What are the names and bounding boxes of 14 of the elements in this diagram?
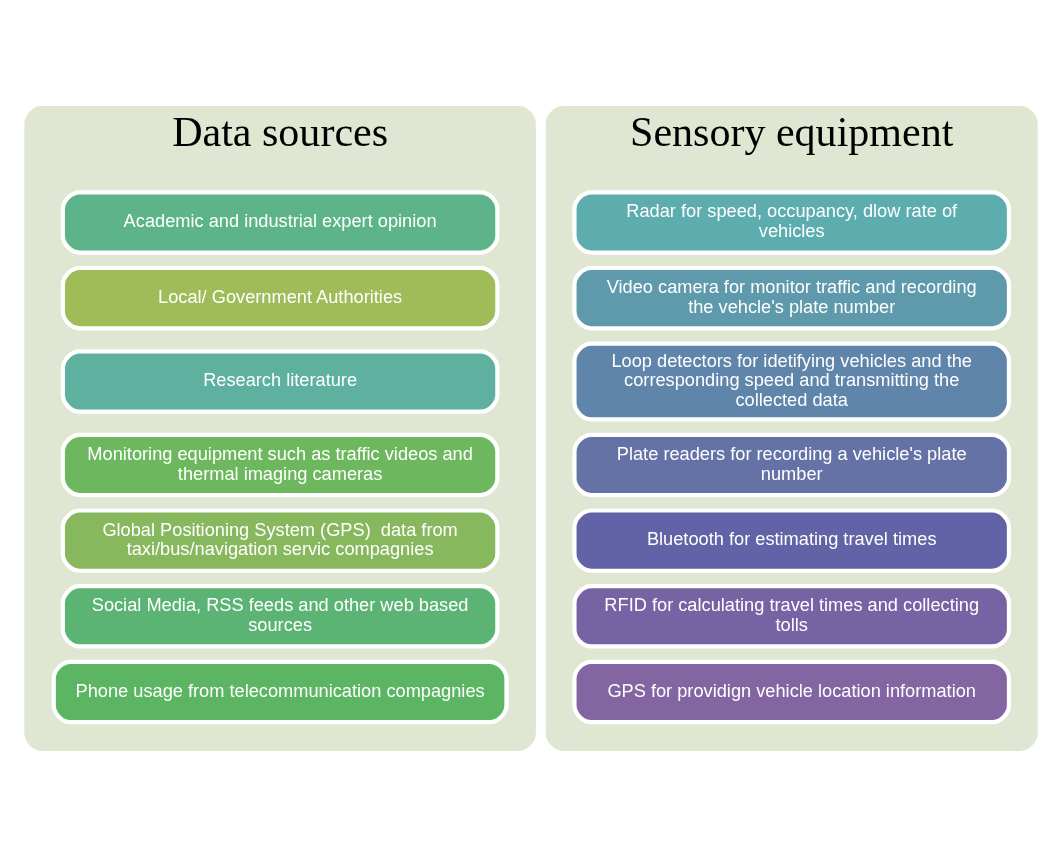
node-box: Academic and industrial expert opinion <box>60 189 500 255</box>
node-box: Plate readers for recording a vehicle's plate number <box>572 432 1012 497</box>
node-box: Radar for speed, occupancy, dlow rate of vehicles <box>572 189 1012 255</box>
node-box: Bluetooth for estimating travel times <box>572 507 1012 573</box>
node-box: Global Positioning System (GPS) data from taxi/bus/navigation servic compagnies <box>60 507 500 573</box>
node-box: RFID for calculating travel times and collecting tolls <box>572 583 1012 649</box>
node-box: Phone usage from telecommunication compagnies <box>51 659 509 724</box>
node-box: Video camera for monitor traffic and recording the vehcle's plate number <box>572 265 1012 330</box>
node-box: Monitoring equipment such as traffic videos and thermal imaging cameras <box>60 432 500 497</box>
node-box: Loop detectors for idetifying vehicles and the corresponding speed and transmitting the collected data <box>572 341 1012 421</box>
node-box: Research literature <box>60 348 500 414</box>
node-box: Local/ Government Authorities <box>60 265 500 330</box>
node-box: Social Media, RSS feeds and other web based sources <box>60 583 500 649</box>
node-box: GPS for providign vehicle location information <box>572 659 1012 724</box>
